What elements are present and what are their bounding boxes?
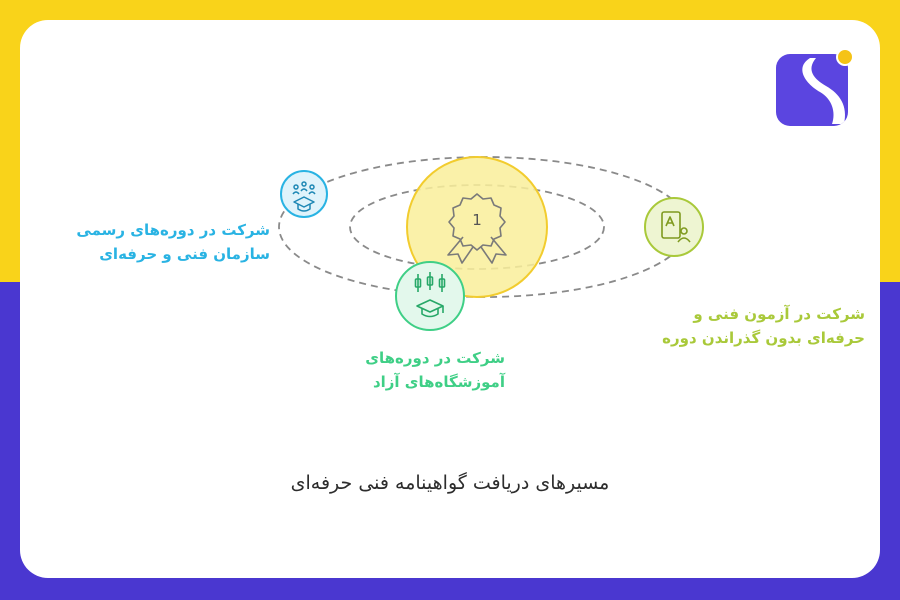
brand-logo-icon: [776, 54, 848, 126]
exam-label: شرکت در آزمون فنی و حرفه‌ای بدون گذراندن…: [662, 305, 865, 347]
private-institute-label: شرکت در دوره‌های آموزشگاه‌های آزاد: [365, 349, 505, 391]
page-title: مسیرهای دریافت گواهینامه فنی حرفه‌ای: [290, 472, 610, 494]
private-institute-node: [395, 261, 465, 331]
badge-number: 1: [472, 211, 482, 229]
logo-dot: [836, 48, 854, 66]
center-badge: 1: [406, 156, 548, 298]
exam-node: [644, 197, 704, 257]
official-course-node: [280, 170, 328, 218]
exam-id-icon: [661, 211, 691, 243]
graduation-people-icon: [292, 181, 316, 212]
award-ribbon-icon: [447, 193, 507, 264]
graduation-chart-icon: [414, 272, 446, 318]
official-course-label: شرکت در دوره‌های رسمی سازمان فنی و حرفه‌…: [76, 221, 270, 263]
